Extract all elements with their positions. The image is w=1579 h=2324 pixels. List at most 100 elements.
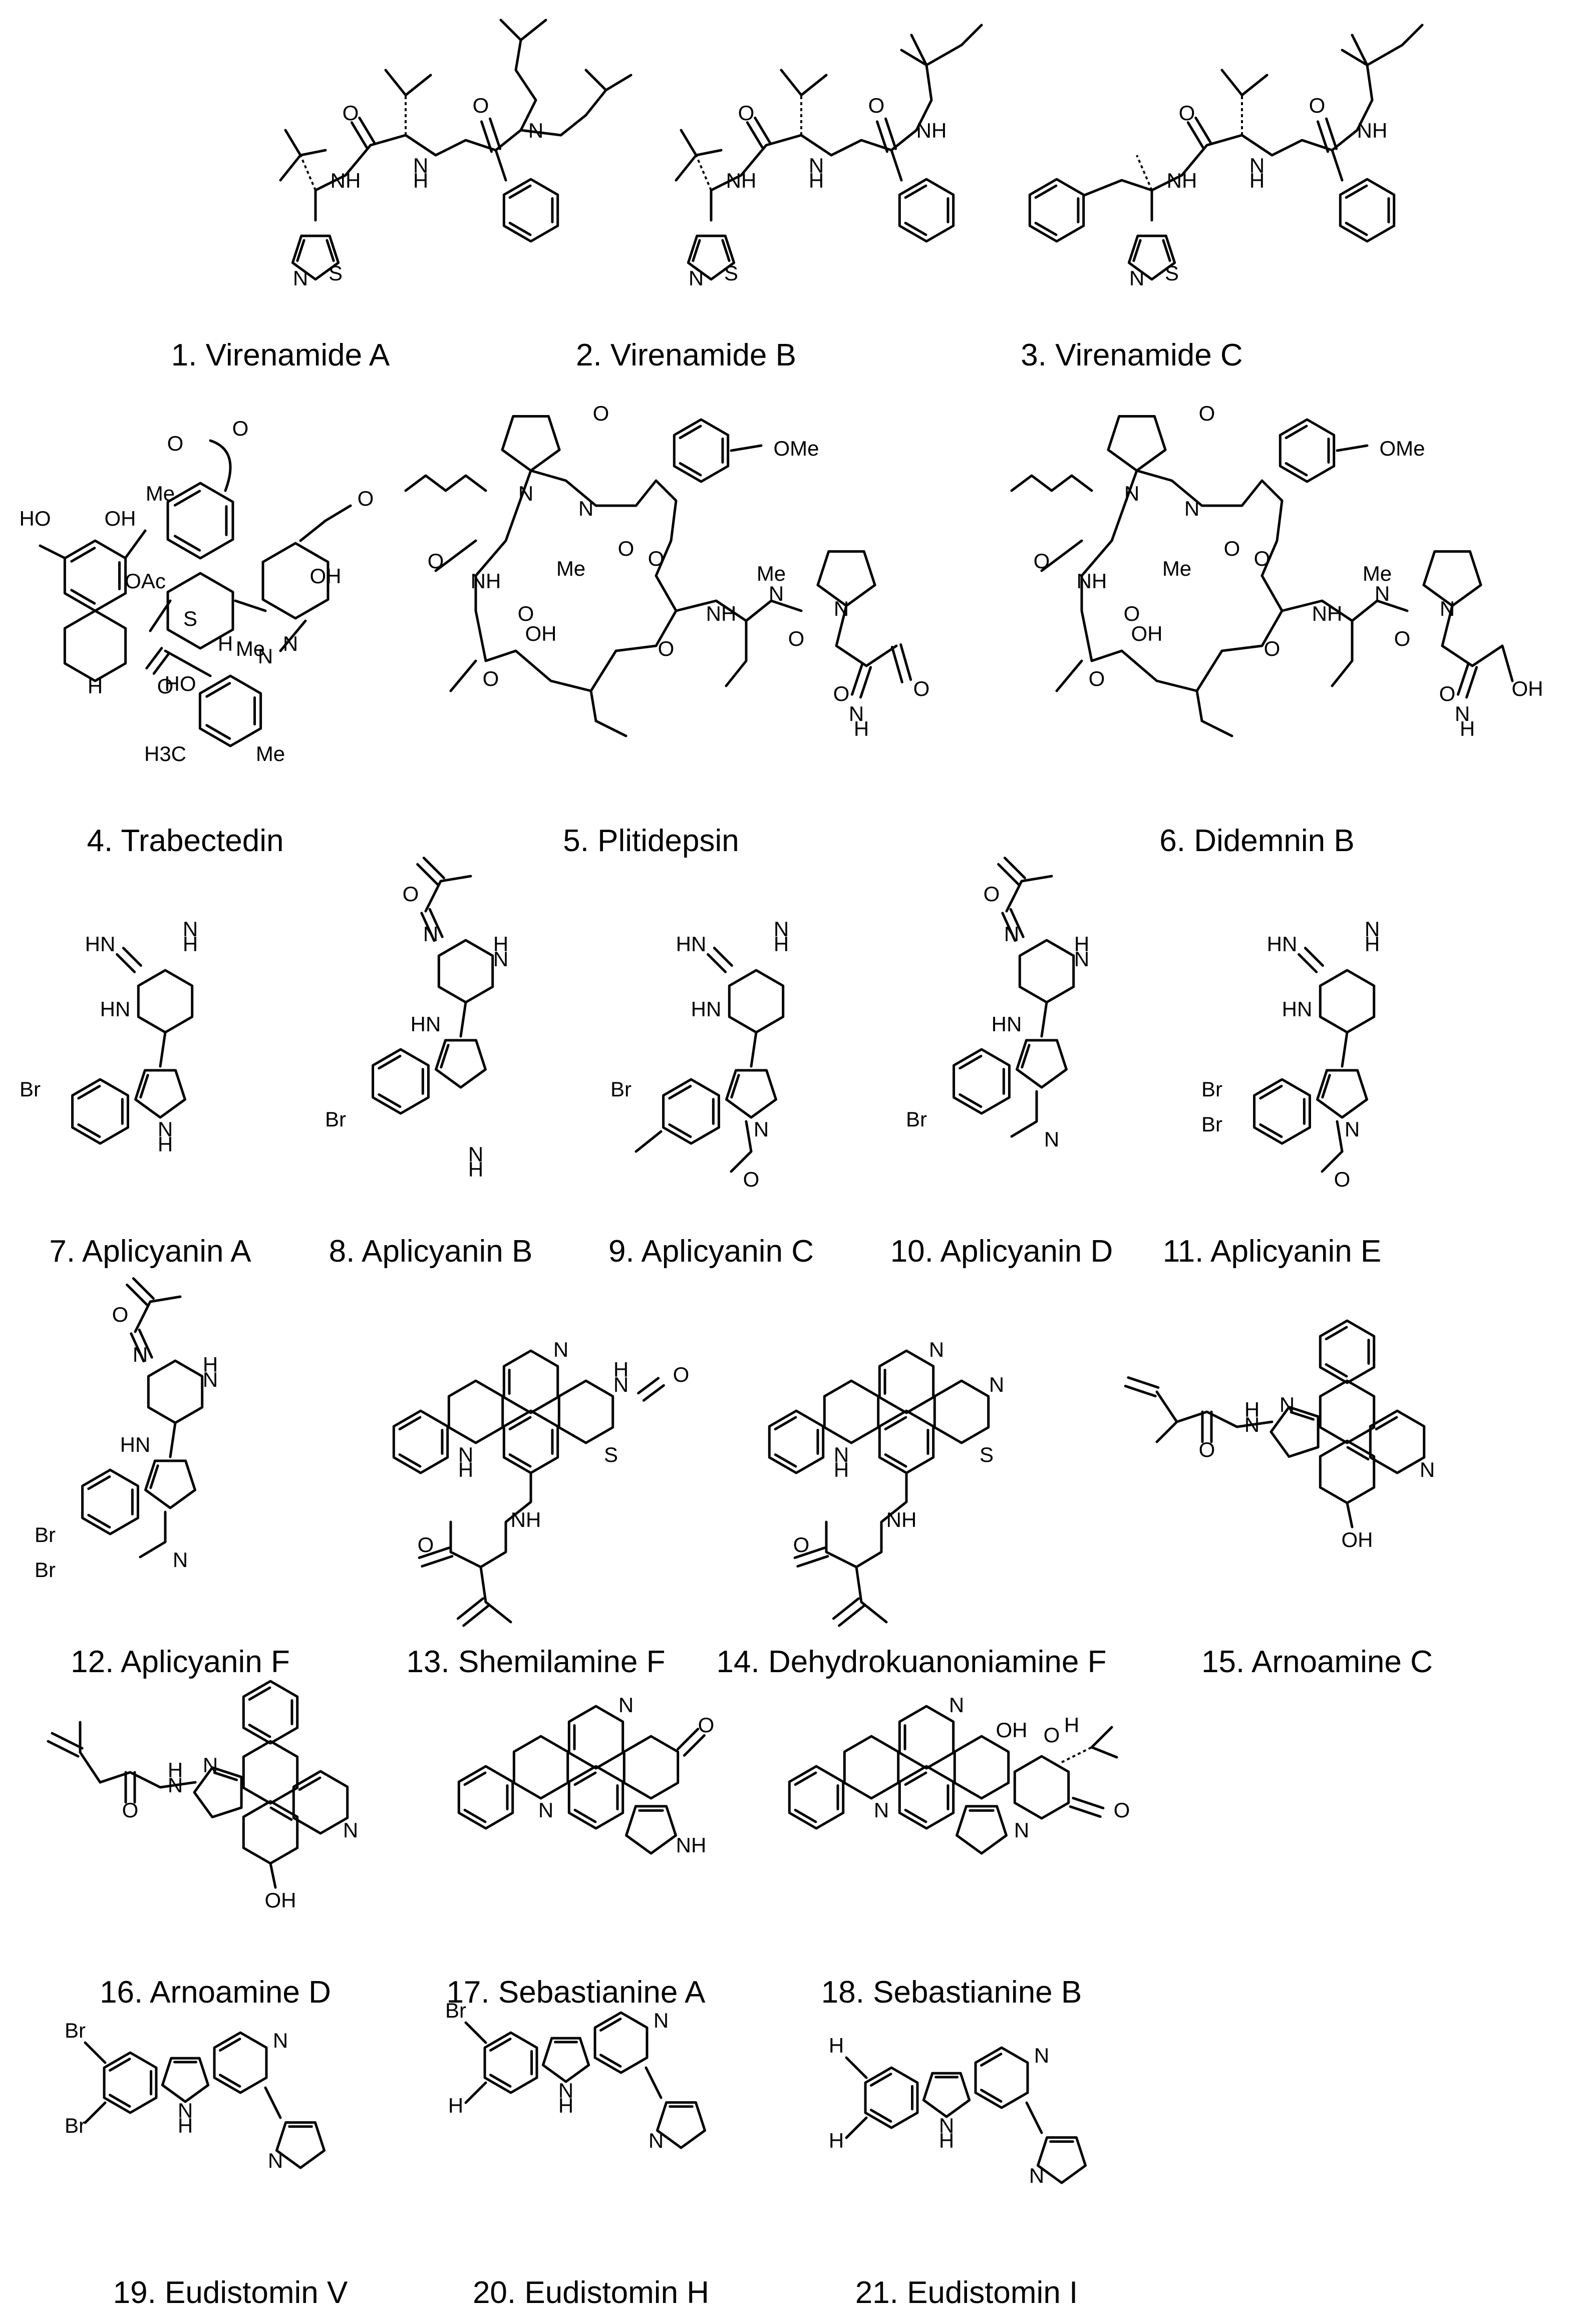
atom-label: OH (310, 564, 342, 588)
atom-label: O (788, 627, 805, 650)
atom-label: N (1365, 917, 1380, 941)
atom-label: N (1004, 922, 1019, 946)
atom-label: N (929, 1338, 944, 1361)
atom-label: N (518, 482, 533, 505)
atom-label: N (468, 1142, 483, 1166)
atom-label: H (183, 932, 198, 956)
atom-label: H (458, 1458, 473, 1481)
atom-label: HN (120, 1433, 151, 1456)
atom-label: O (1179, 101, 1195, 125)
atom-label: N (423, 922, 438, 946)
atom-label: O (1044, 1723, 1060, 1747)
atom-label: O (648, 547, 665, 570)
atom-label: O (1034, 549, 1050, 573)
atom-label: Br (35, 1558, 56, 1582)
atom-label: HN (1267, 932, 1298, 956)
compound-caption: 8. Aplicyanin B (329, 1234, 533, 1269)
atom-label: O (1309, 94, 1326, 117)
atom-label: O (833, 682, 850, 705)
atom-label: Br (65, 2114, 86, 2137)
atom-label: N (1014, 1818, 1029, 1842)
atom-label: N (168, 1773, 183, 1797)
atom-label: N (458, 1443, 473, 1466)
atom-label: Br (35, 1523, 56, 1546)
atom-label: HN (676, 932, 707, 956)
atom-label: NH (1357, 119, 1388, 142)
atom-label: HN (100, 997, 131, 1021)
atom-label: H (829, 2034, 844, 2057)
compound-caption: 3. Virenamide C (1021, 338, 1242, 372)
atom-label: H (178, 2114, 193, 2137)
compound-caption: 16. Arnoamine D (100, 1975, 331, 2010)
atom-label: N (173, 1548, 188, 1572)
compound-caption: 2. Virenamide B (576, 338, 796, 372)
atom-label: N (1074, 947, 1089, 971)
atom-label: NH (706, 602, 737, 625)
atom-label: N (1280, 1393, 1295, 1416)
atom-label: N (1244, 1413, 1259, 1436)
atom-label: O (1089, 667, 1105, 690)
atom-label: OH (105, 507, 136, 530)
atom-label: N (1129, 266, 1144, 290)
atom-label: O (157, 674, 174, 698)
atom-label: O (743, 1168, 760, 1191)
atom-label: Me (757, 562, 786, 585)
atom-label: N (558, 2079, 573, 2102)
atom-label: N (689, 266, 704, 290)
compound-caption: 4. Trabectedin (87, 824, 284, 858)
atom-label: N (1249, 154, 1265, 177)
atom-label: O (618, 537, 635, 560)
atom-label: N (849, 702, 864, 725)
atom-label: N (493, 947, 508, 971)
atom-label: O (518, 602, 534, 625)
atom-label: N (553, 1338, 568, 1361)
atom-label: O (418, 1533, 434, 1557)
compound-caption: 1. Virenamide A (171, 338, 390, 372)
atom-label: O (1254, 547, 1271, 570)
atom-label: N (283, 632, 298, 655)
atom-label: O (658, 637, 675, 660)
atom-label: N (178, 2099, 193, 2122)
atom-label: O (232, 417, 249, 440)
atom-label: N (258, 644, 273, 668)
atom-label: NH (471, 569, 501, 593)
atom-label: O (1199, 402, 1215, 425)
atom-label: Br (906, 1107, 927, 1131)
atom-label: OMe (773, 437, 819, 460)
atom-label: NH (1167, 169, 1197, 192)
atom-label: H (88, 674, 103, 698)
atom-label: N (774, 917, 789, 941)
atom-label: N (989, 1373, 1004, 1396)
atom-label: O (738, 101, 755, 125)
atom-label: NH (1077, 569, 1107, 593)
atom-label: N (834, 1443, 849, 1466)
atom-label: S (329, 261, 343, 285)
compound-caption: 14. Dehydrokuanoniamine F (717, 1645, 1107, 1679)
atom-label: O (1439, 682, 1456, 705)
atom-label: H (809, 169, 824, 192)
atom-label: OH (525, 622, 557, 645)
atom-label: HN (85, 932, 116, 956)
atom-label: N (1375, 582, 1390, 605)
atom-label: N (158, 1117, 173, 1141)
atom-label: OH (1131, 622, 1163, 645)
atom-label: N (1124, 482, 1139, 505)
atom-label: N (874, 1798, 889, 1822)
atom-label: H (1074, 932, 1089, 956)
compound-caption: 17. Sebastianine A (446, 1975, 706, 2010)
atom-label: Br (20, 1077, 41, 1101)
atom-label: O (1114, 1798, 1130, 1822)
atom-label: N (1044, 1127, 1059, 1151)
atom-label: Br (610, 1077, 631, 1101)
atom-label: H (613, 1358, 628, 1381)
atom-label: H (1244, 1398, 1259, 1421)
atom-label: N (413, 154, 428, 177)
